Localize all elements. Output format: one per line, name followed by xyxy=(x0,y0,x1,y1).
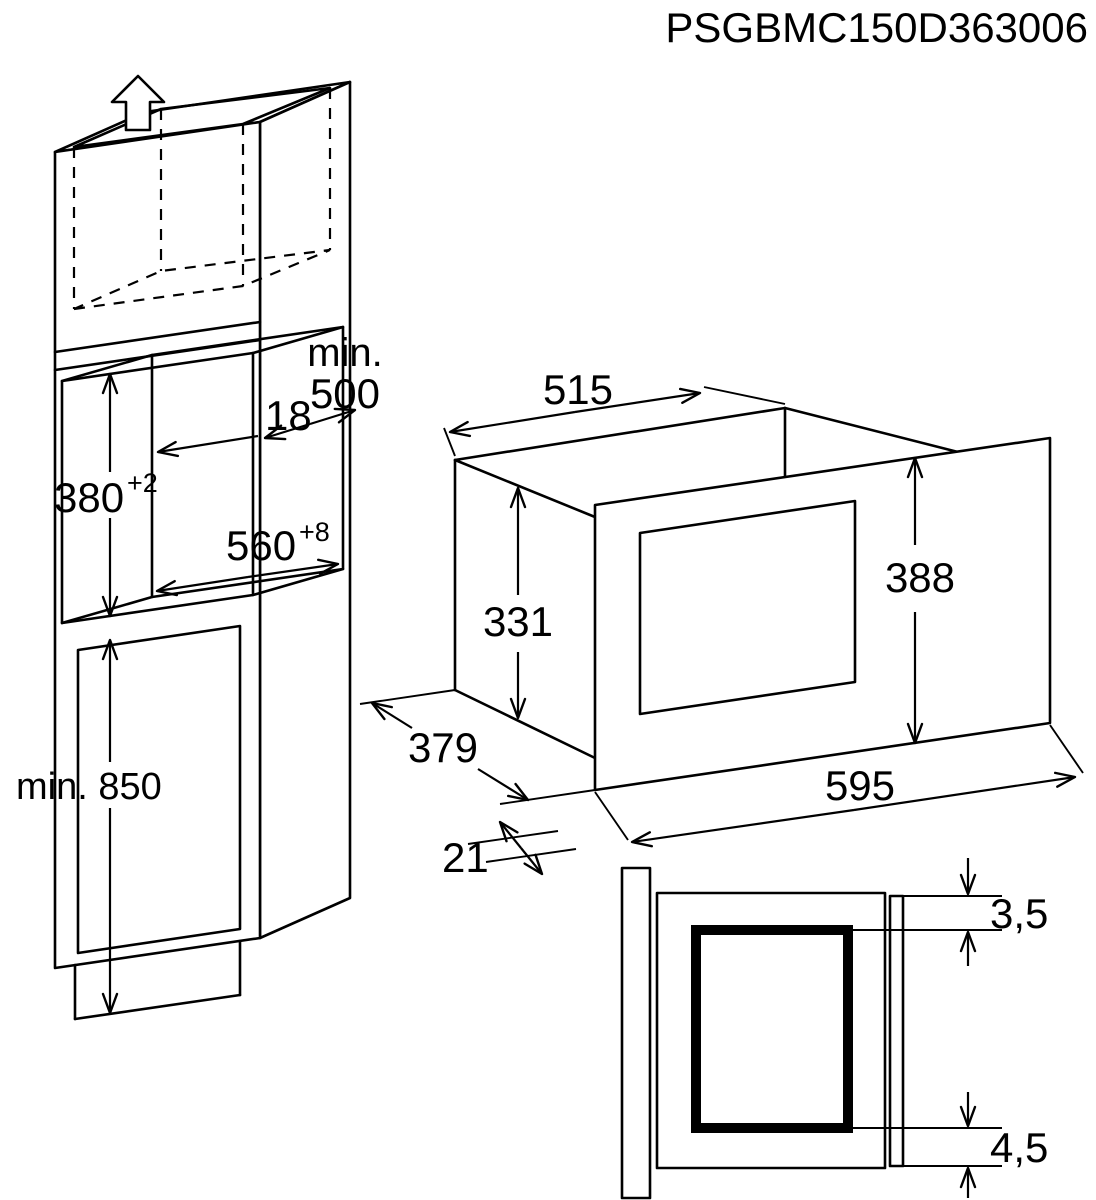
cabinet-dimensions: 380 +2 min. 850 560 +8 min. 500 18 xyxy=(16,331,383,1015)
cabinet-door xyxy=(76,624,242,955)
dim-top-clearance: 3,5 xyxy=(990,890,1048,937)
microwave-oven xyxy=(453,406,1052,792)
plinth xyxy=(73,939,242,1021)
section-detail: 3,5 4,5 xyxy=(620,858,1048,1200)
microwave-body xyxy=(453,406,960,760)
dim-front-width: 595 xyxy=(825,762,895,809)
cabinet-side-face xyxy=(258,80,352,940)
microwave-dimensions: 515 331 388 379 21 595 xyxy=(359,366,1084,881)
dim-niche-height-tolerance: +2 xyxy=(127,468,158,498)
dim-niche-depth: 500 xyxy=(310,370,380,417)
shelf-band-top xyxy=(53,320,262,354)
dim-body-depth: 379 xyxy=(408,724,478,771)
cabinet-column xyxy=(53,74,352,1021)
dim-front-height: 388 xyxy=(885,554,955,601)
dim-frame-gap: 21 xyxy=(442,834,489,881)
dim-niche-depth-prefix: min. xyxy=(307,331,383,375)
niche-interior xyxy=(60,325,345,625)
dim-niche-width: 560 xyxy=(226,522,296,569)
dim-bottom-clearance: 4,5 xyxy=(990,1124,1048,1171)
dim-panel-thickness: 18 xyxy=(265,392,312,439)
up-arrow-icon xyxy=(110,74,166,132)
top-compartment-hidden-edges xyxy=(72,88,332,311)
dim-niche-width-tolerance: +8 xyxy=(299,517,330,547)
dim-body-width: 515 xyxy=(543,366,613,413)
section-side-panel xyxy=(620,866,652,1200)
microwave-door-window xyxy=(638,499,857,716)
dim-niche-height: 380 xyxy=(54,474,124,521)
dim-worktop-height: min. 850 xyxy=(16,766,162,808)
section-front-flange xyxy=(888,894,905,1168)
dim-body-height: 331 xyxy=(483,598,553,645)
microwave-front-frame xyxy=(593,436,1052,792)
drawing-code: PSGBMC150D363006 xyxy=(665,4,1088,51)
section-cavity-frame xyxy=(691,925,853,1133)
